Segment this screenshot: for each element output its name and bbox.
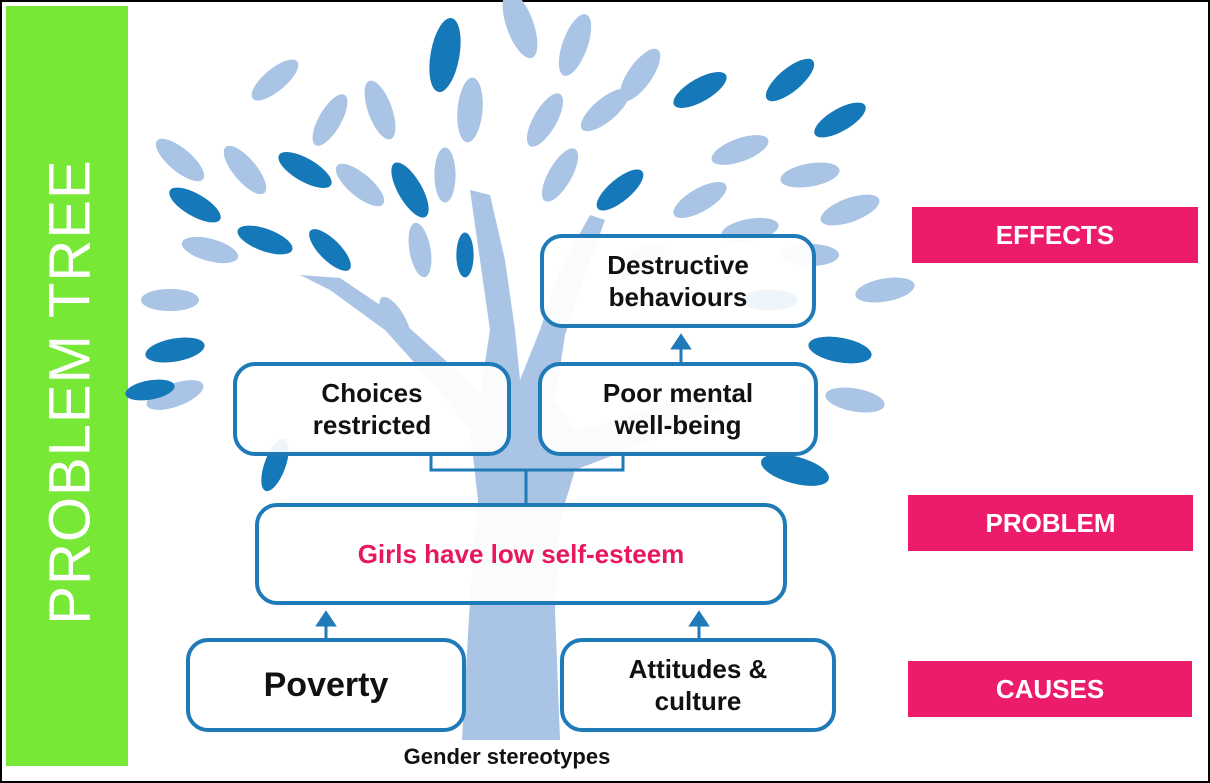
leaf <box>673 181 727 219</box>
leaf <box>761 454 829 486</box>
leaf <box>125 379 175 401</box>
leaf <box>309 229 351 271</box>
box-poor-mental-wellbeing: Poor mental well-being <box>538 362 818 456</box>
leaf <box>558 14 592 76</box>
label-causes: CAUSES <box>908 661 1192 717</box>
leaf <box>541 148 579 202</box>
title-sidebar: PROBLEM TREE <box>6 6 128 766</box>
leaf <box>408 222 432 278</box>
leaf <box>312 94 348 146</box>
leaf <box>364 80 396 140</box>
leaf <box>765 58 815 102</box>
box-choices-restricted: Choices restricted <box>233 362 511 456</box>
tree-leaves <box>125 0 915 492</box>
leaf <box>434 147 456 203</box>
leaf <box>141 288 199 312</box>
leaf <box>457 77 483 143</box>
footer-gender-stereotypes: Gender stereotypes <box>403 744 611 769</box>
box-core-problem: Girls have low self-esteem <box>255 503 787 605</box>
leaf <box>673 71 727 109</box>
leaf <box>237 225 293 255</box>
leaf <box>278 151 332 189</box>
leaf <box>814 102 866 138</box>
box-attitudes-culture: Attitudes & culture <box>560 638 836 732</box>
leaf <box>855 277 915 303</box>
leaf <box>223 145 267 195</box>
label-effects: EFFECTS <box>912 207 1198 263</box>
leaf <box>820 194 880 226</box>
leaf <box>379 296 411 344</box>
leaf <box>825 387 885 413</box>
leaf <box>391 162 429 218</box>
leaf <box>456 232 474 278</box>
leaf <box>780 162 840 188</box>
label-problem: PROBLEM <box>908 495 1193 551</box>
box-destructive-behaviours: Destructive behaviours <box>540 234 816 328</box>
leaf <box>619 48 661 102</box>
leaf <box>155 138 205 182</box>
leaf <box>429 17 461 93</box>
leaf <box>808 336 872 364</box>
leaf <box>251 59 299 101</box>
leaf <box>335 163 385 207</box>
box-poverty: Poverty <box>186 638 466 732</box>
leaf <box>169 187 221 223</box>
leaf <box>145 337 205 363</box>
leaf <box>596 169 644 211</box>
leaf <box>526 93 564 147</box>
leaf <box>502 0 538 59</box>
leaf <box>580 88 630 132</box>
leaf <box>181 236 239 264</box>
leaf <box>711 135 769 165</box>
leaf <box>146 380 204 410</box>
